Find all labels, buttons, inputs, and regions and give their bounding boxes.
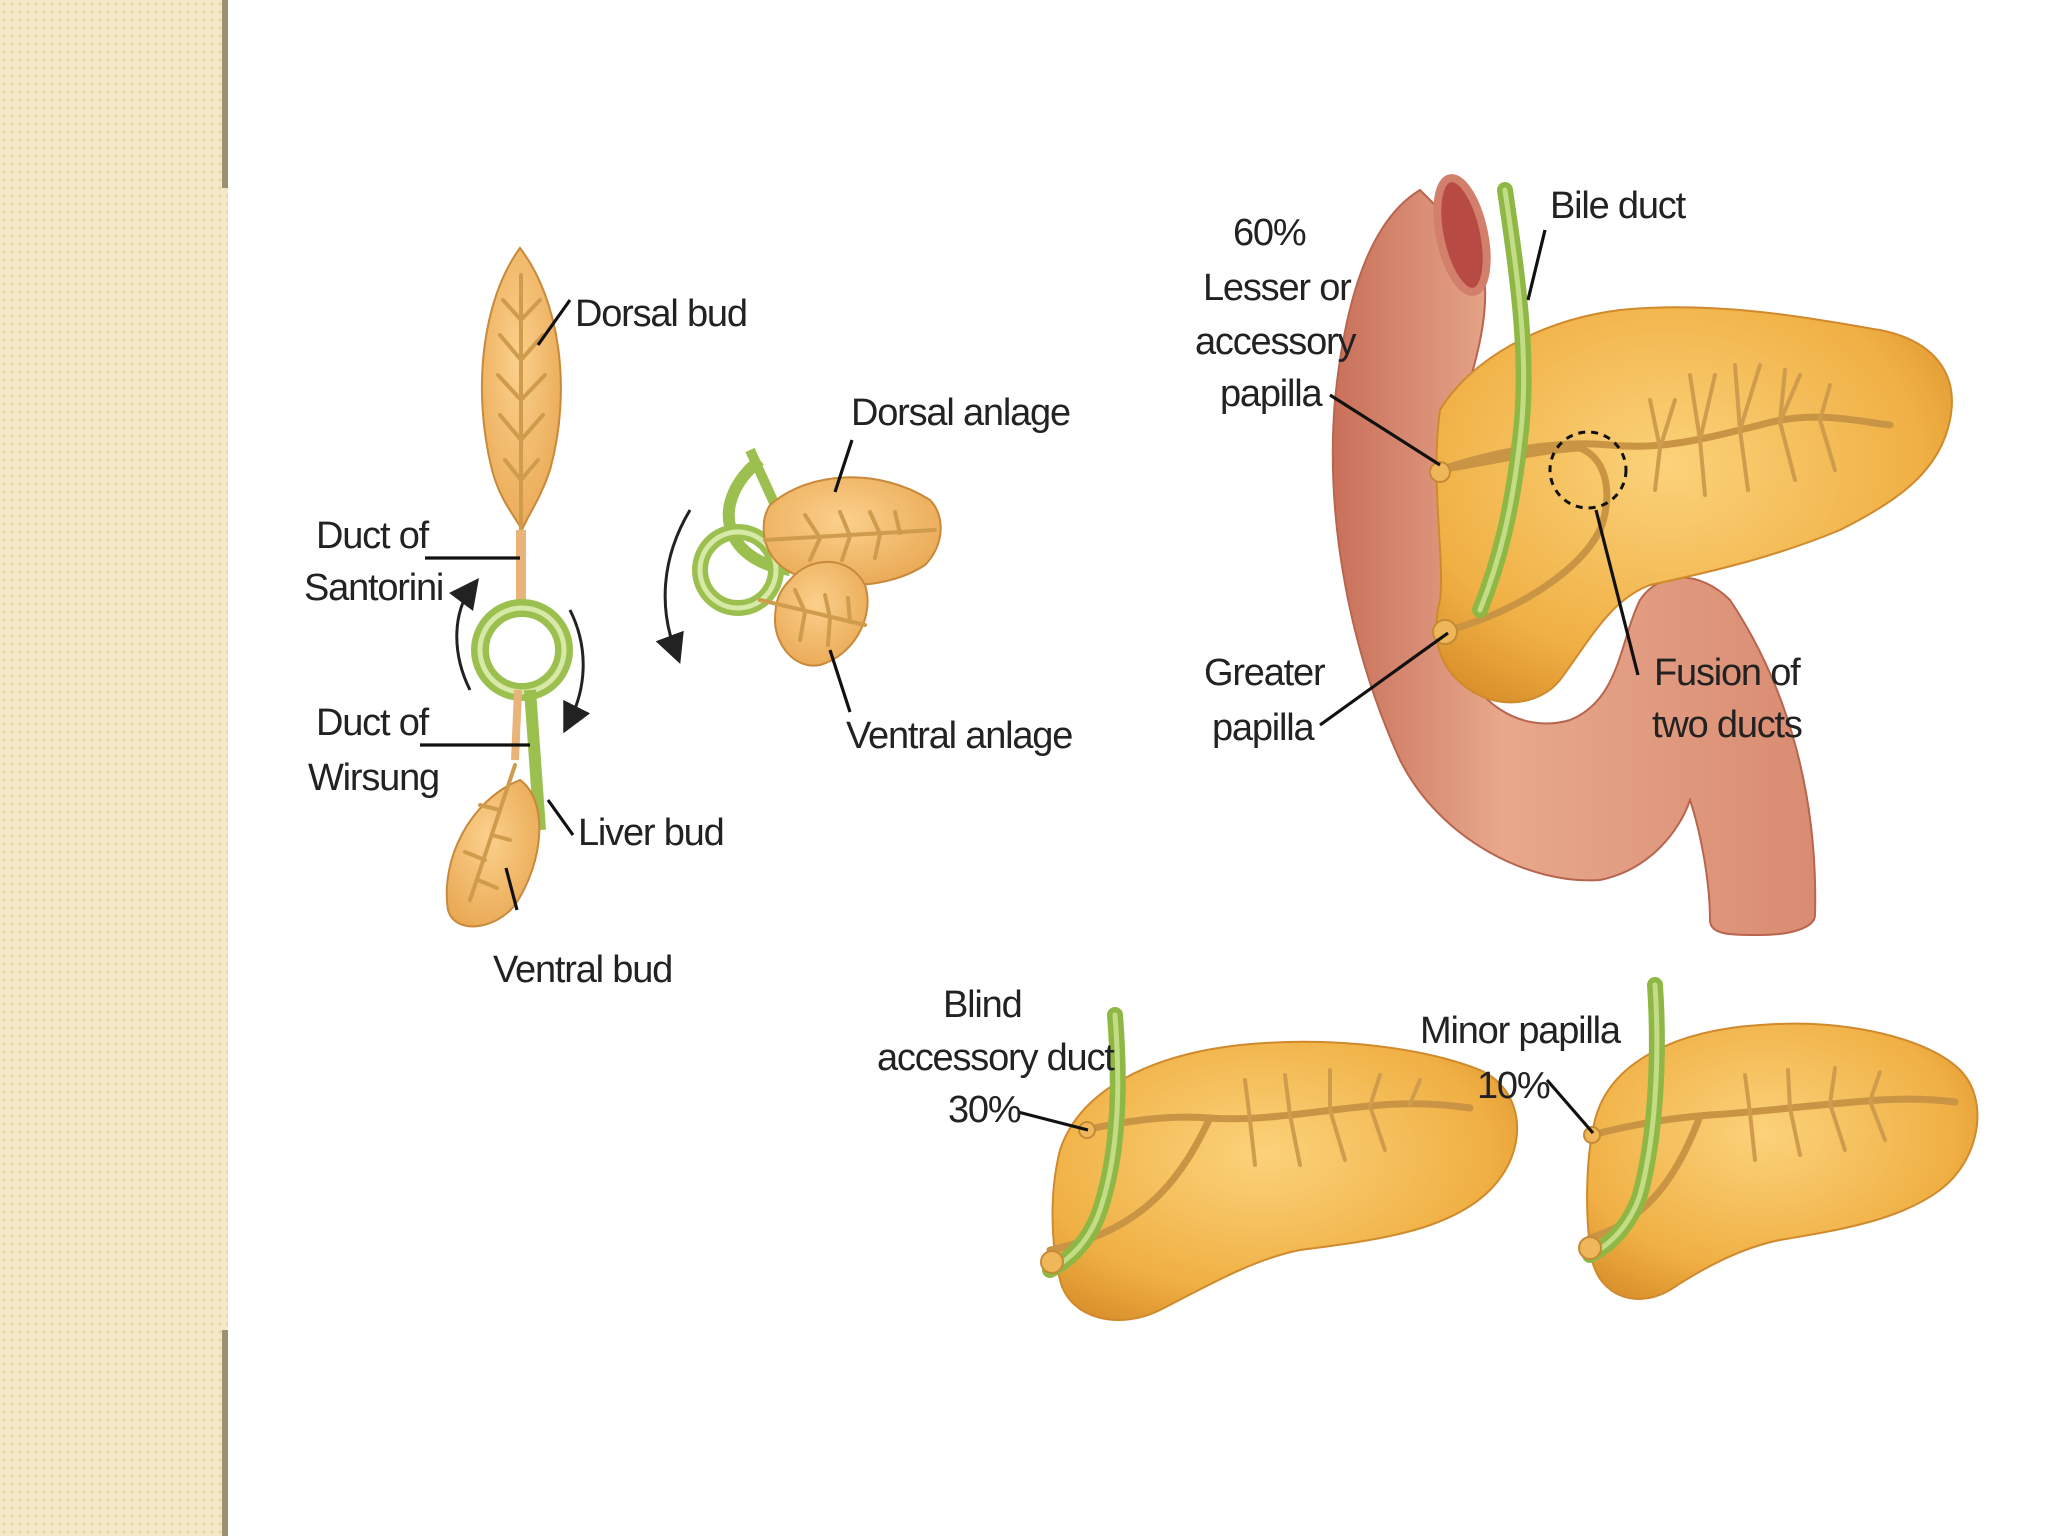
variant-minor-papilla: Minor papilla 10%	[1420, 977, 1979, 1300]
decorative-side-strip	[0, 0, 228, 1536]
label-dorsal-bud: Dorsal bud	[575, 293, 747, 335]
label-fusion-line1: Fusion of	[1654, 652, 1801, 694]
label-duct-santorini-line1: Duct of	[316, 515, 430, 557]
strip-edge-bottom	[222, 1330, 228, 1536]
label-duct-wirsung-line2: Wirsung	[308, 757, 439, 799]
label-duct-santorini-line2: Santorini	[304, 567, 443, 609]
label-blind-line2: accessory duct	[877, 1037, 1115, 1079]
label-greater-line2: papilla	[1212, 707, 1316, 749]
label-minor-line2: 10%	[1477, 1065, 1550, 1107]
label-fusion-line2: two ducts	[1652, 704, 1802, 746]
fusion-circle	[1548, 430, 1628, 510]
dorsal-anlage-shape	[762, 476, 942, 587]
label-bile-duct: Bile duct	[1550, 185, 1687, 227]
label-dorsal-anlage: Dorsal anlage	[851, 392, 1070, 434]
adult-pancreas-diagram: Bile duct 60% Lesser or accessory papill…	[1195, 174, 1953, 937]
ventral-bud-shape	[445, 778, 541, 928]
embryonic-buds-diagram: Dorsal bud Duct of Santorini Duct of Wir…	[304, 246, 748, 991]
label-lesser-line4: papilla	[1220, 373, 1324, 415]
variant1-pancreas-shape	[1051, 1040, 1519, 1321]
label-lesser-line2: Lesser or	[1203, 267, 1352, 309]
variant2-pancreas-shape	[1586, 1022, 1979, 1300]
label-lesser-line3: accessory	[1195, 321, 1356, 363]
strip-edge-top	[222, 0, 228, 188]
label-ventral-bud: Ventral bud	[493, 949, 672, 991]
label-ventral-anlage: Ventral anlage	[846, 715, 1072, 757]
label-blind-line1: Blind	[943, 984, 1022, 1026]
label-greater-line1: Greater	[1204, 652, 1326, 694]
label-duct-wirsung-line1: Duct of	[316, 702, 430, 744]
rotation-diagram: Dorsal anlage Ventral anlage	[655, 392, 1073, 757]
label-lesser-line1: 60%	[1233, 212, 1306, 254]
label-blind-line3: 30%	[948, 1089, 1021, 1131]
variant-blind-accessory-duct: Blind accessory duct 30%	[877, 984, 1519, 1321]
label-liver-bud: Liver bud	[578, 812, 724, 854]
label-minor-line1: Minor papilla	[1420, 1010, 1622, 1052]
